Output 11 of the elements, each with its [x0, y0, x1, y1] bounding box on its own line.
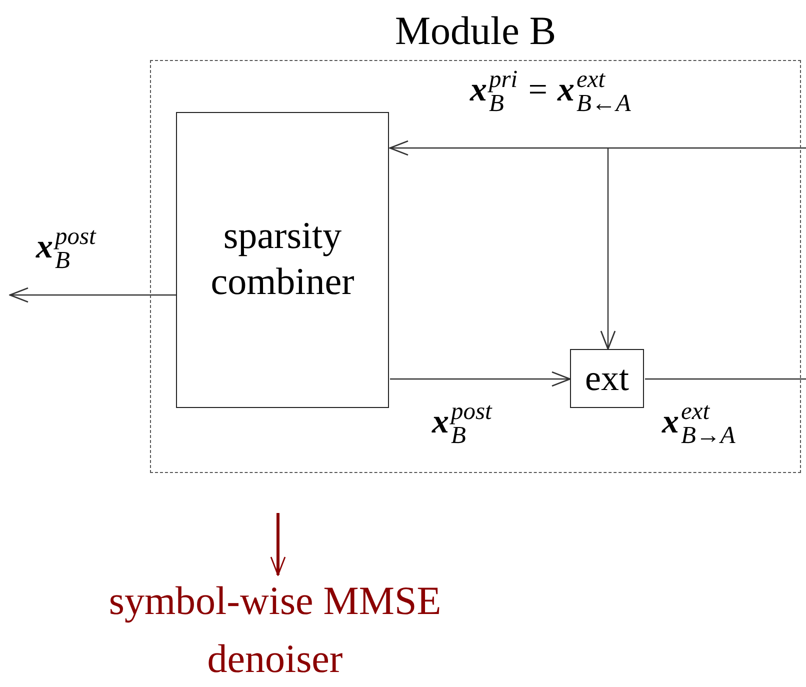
box-label: ext	[585, 356, 629, 400]
box-label: sparsity combiner	[210, 214, 356, 305]
arrow	[270, 513, 286, 576]
arrow	[389, 140, 806, 156]
arrow	[9, 287, 176, 303]
denoiser-label: symbol-wise MMSE denoiser	[108, 577, 442, 683]
module-title: Module B	[394, 9, 558, 53]
arrow	[390, 371, 571, 387]
arrow	[600, 148, 616, 350]
process-box	[176, 112, 389, 408]
process-box	[570, 349, 644, 408]
